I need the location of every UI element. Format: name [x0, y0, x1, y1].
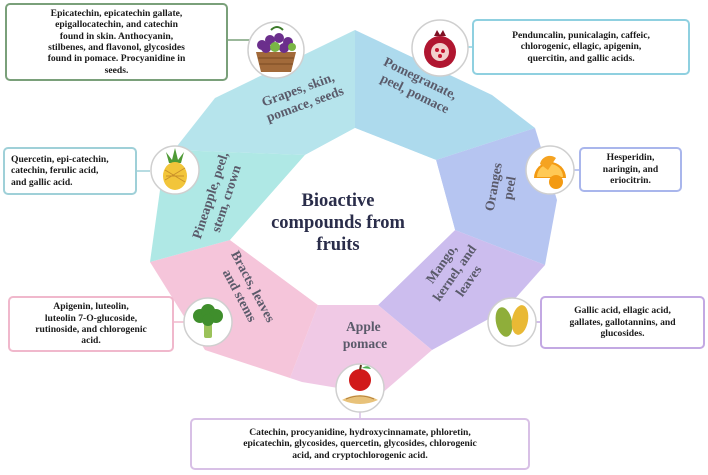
- compounds-box-bracts: Apigenin, luteolin,luteolin 7-O-glucosid…: [8, 296, 174, 352]
- segment-label-apple: Apple pomace: [343, 319, 387, 351]
- apple-icon: [335, 363, 385, 413]
- compounds-box-pomegranate: Penduncalin, punicalagin, caffeic,chloro…: [472, 19, 690, 75]
- compounds-box-grapes: Epicatechin, epicatechin gallate,epigall…: [5, 3, 228, 81]
- pomegranate-icon: [411, 19, 469, 77]
- band-grapes: [174, 30, 355, 155]
- center-title: Bioactive compounds from fruits: [271, 191, 405, 255]
- band-pomegranate: [355, 30, 535, 160]
- compounds-box-pineapple: Quercetin, epi-catechin,catechin, feruli…: [3, 147, 137, 195]
- compounds-box-oranges: Hesperidin,naringin, and eriocitrin.: [579, 147, 682, 192]
- compounds-box-apple: Catechin, procyanidine, hydroxycinnamate…: [190, 418, 530, 470]
- band-bracts: [150, 240, 318, 378]
- band-mango: [378, 230, 545, 350]
- grapes-basket-icon: [247, 21, 305, 79]
- compounds-box-mango: Gallic acid, ellagic acid,gallates, gall…: [540, 296, 705, 349]
- orange-slices-icon: [525, 145, 575, 195]
- pineapple-icon: [150, 145, 200, 195]
- broccoli-icon: [183, 297, 233, 347]
- mango-icon: [487, 297, 537, 347]
- center-area: [230, 128, 455, 305]
- band-apple: [290, 305, 432, 395]
